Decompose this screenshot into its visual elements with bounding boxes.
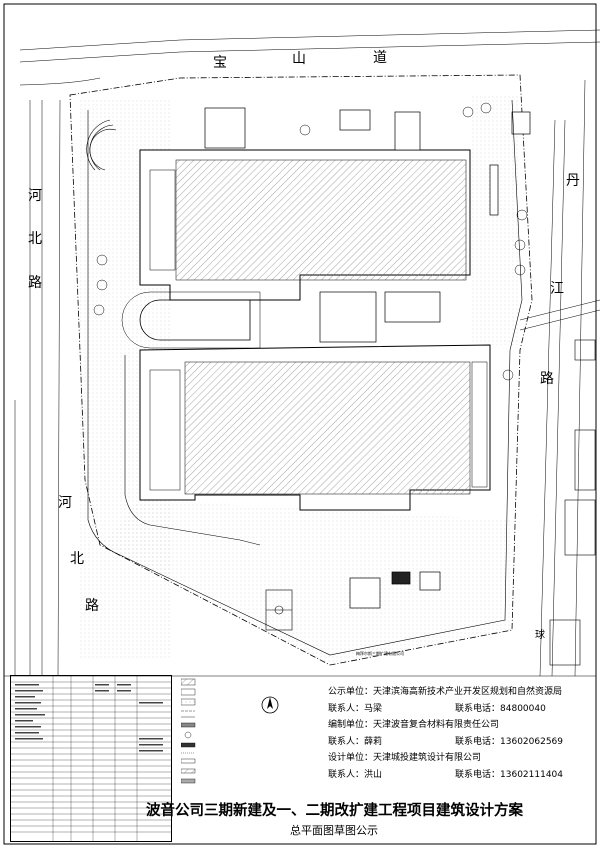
phone2: 13602062569 (500, 736, 564, 747)
road-label-hebei-lower-1: 河 (58, 495, 72, 511)
project-info: 公示单位：天津滨海高新技术产业开发区规划和自然资源局 联系人：马梁 联系电话：8… (328, 684, 590, 783)
trees (93, 102, 528, 381)
drawing-frame (3, 3, 597, 845)
design-unit: 天津城投建筑设计有限公司 (373, 753, 482, 763)
building-north (139, 149, 471, 301)
public-unit-row: 公示单位：天津滨海高新技术产业开发区规划和自然资源局 (328, 687, 563, 697)
road-label-hebei-upper-1: 河 (28, 188, 42, 204)
road-label-hebei-lower-2: 北 (70, 551, 84, 567)
contact1: 马梁 (364, 703, 383, 714)
technical-indicator-table (10, 675, 172, 842)
road-label-danjiang-1: 丹 (566, 173, 580, 189)
public-unit: 天津滨海高新技术产业开发区规划和自然资源局 (373, 687, 563, 697)
road-label-danjiang-2: 江 (550, 281, 564, 297)
road-label-hebei-lower-3: 路 (85, 598, 99, 614)
north-arrow-icon (261, 696, 279, 714)
plan-label: 梅拜尔斯三期扩建有限公司 (356, 651, 404, 656)
offsite-buildings (549, 339, 596, 666)
loop-road (139, 299, 251, 341)
building-south (139, 344, 491, 511)
contact3-row: 联系人：洪山 联系电话：13602111404 (328, 769, 564, 780)
road-label-qiu: 球 (535, 630, 545, 641)
auxiliary-buildings (204, 107, 531, 609)
road-label-hebei-upper-2: 北 (28, 231, 42, 247)
prep-unit-row: 编制单位：天津波音复合材料有限责任公司 (328, 720, 500, 730)
basketball-court (265, 589, 293, 631)
drawing-subtitle: 总平面图草图公示 (290, 824, 378, 837)
phone3: 13602111404 (500, 769, 564, 780)
contact3: 洪山 (364, 769, 383, 780)
phone1: 84800040 (500, 703, 546, 714)
road-label-baoshan-2: 山 (292, 51, 306, 67)
contact2: 薛莉 (364, 736, 383, 747)
drawing-title: 波音公司三期新建及一、二期改扩建工程项目建筑设计方案 (146, 803, 523, 819)
contact1-row: 联系人：马梁 联系电话：84800040 (328, 703, 546, 714)
design-unit-row: 设计单位：天津城投建筑设计有限公司 (328, 753, 482, 763)
road-label-baoshan-1: 宝 (213, 55, 227, 71)
road-label-hebei-upper-3: 路 (28, 275, 42, 291)
road-label-danjiang-3: 路 (540, 371, 554, 387)
legend-block (181, 678, 196, 784)
entry-plaza (86, 119, 117, 171)
prep-unit: 天津波音复合材料有限责任公司 (373, 720, 500, 730)
roads (14, 29, 600, 677)
contact2-row: 联系人：薛莉 联系电话：13602062569 (328, 736, 564, 747)
road-label-baoshan-3: 道 (373, 50, 387, 66)
